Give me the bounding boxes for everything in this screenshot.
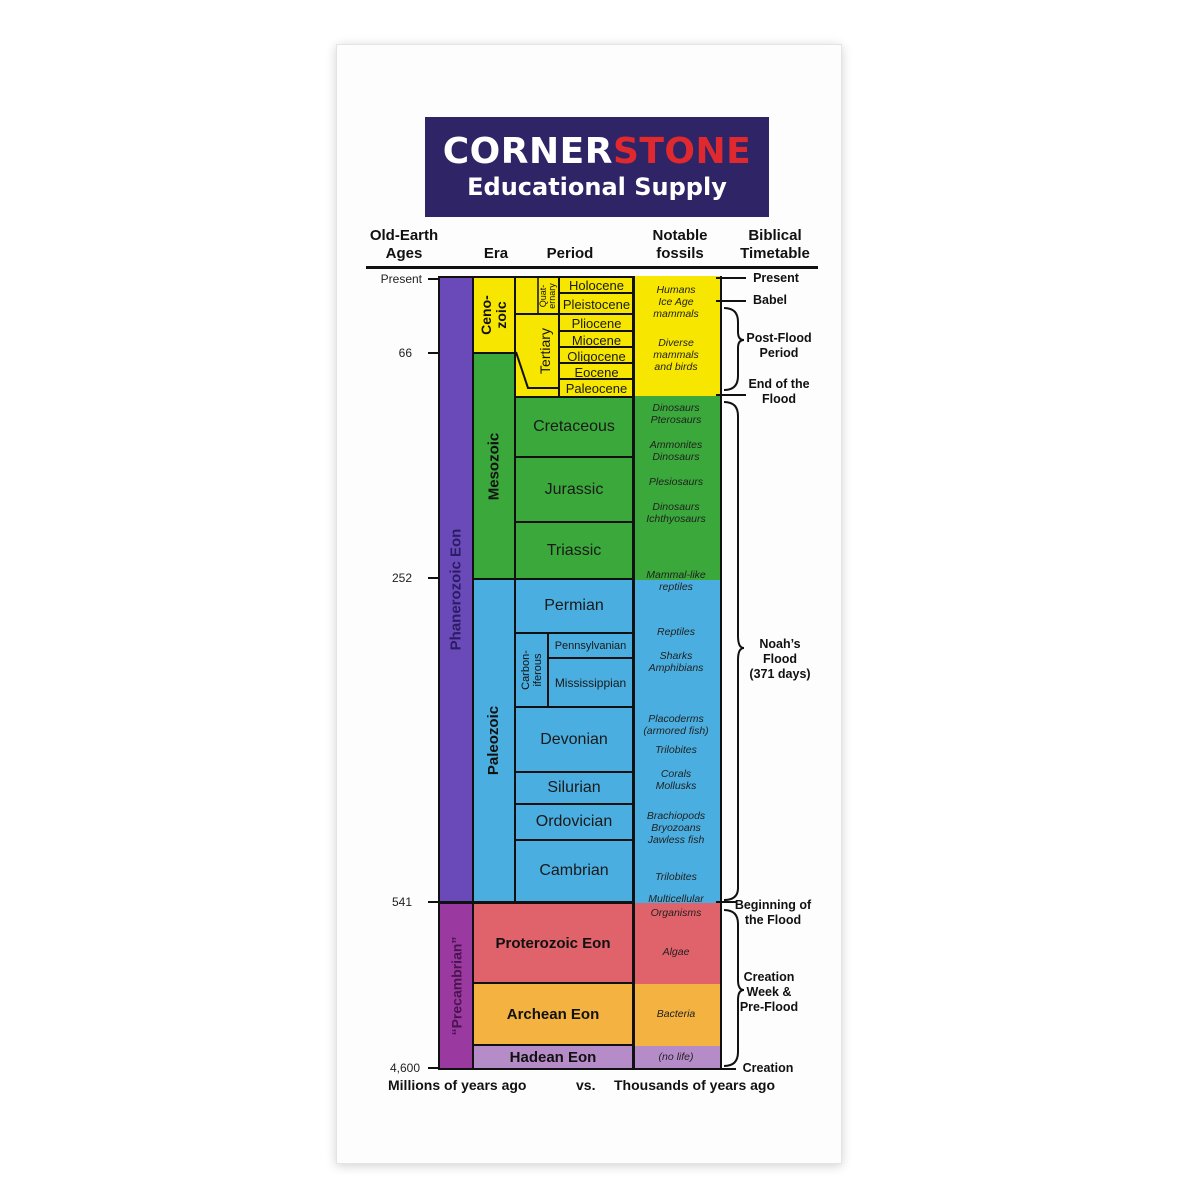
fossil-text: Corals Mollusks	[655, 768, 697, 792]
epoch-pliocene: Pliocene	[571, 316, 622, 331]
header-fossils: Notable fossils	[652, 227, 708, 262]
quaternary-label: Quat- ernary	[538, 283, 558, 309]
fossil-text: Dinosaurs Ichthyosaurs	[646, 501, 706, 525]
biblical-creation: Creation	[742, 1061, 794, 1075]
period-permian: Permian	[514, 578, 634, 634]
fossil-text: Placoderms (armored fish)	[643, 713, 709, 737]
biblical-tick-beginning-flood	[716, 901, 736, 903]
age-tick	[428, 1067, 440, 1069]
biblical-noahs-flood: Noah’s Flood (371 days)	[749, 637, 811, 681]
fossil-text: Reptiles	[657, 626, 695, 638]
header-period: Period	[546, 245, 594, 262]
tertiary-label: Tertiary	[537, 328, 553, 374]
cenozoic-era-label: Ceno- zoic	[477, 295, 509, 335]
hadean-eon-box: Hadean Eon	[472, 1044, 634, 1070]
proterozoic-eon-box: Proterozoic Eon	[472, 902, 634, 984]
fossil-text: Humans Ice Age mammals	[653, 284, 699, 320]
age-label-4600: 4,600	[389, 1061, 420, 1075]
epoch-pleistocene: Pleistocene	[562, 297, 631, 312]
period-pennsylvanian: Pennsylvanian	[547, 632, 634, 659]
epoch-paleocene: Paleocene	[565, 381, 628, 396]
age-tick	[428, 901, 440, 903]
footer-right: Thousands of years ago	[614, 1077, 776, 1093]
period-cambrian: Cambrian	[514, 839, 634, 903]
period-jurassic: Jurassic	[514, 456, 634, 523]
fossil-text: Algae	[662, 946, 690, 958]
fossils-mesozoic-bg	[633, 396, 722, 580]
fossil-text: Ammonites Dinosaurs	[649, 439, 703, 463]
mesozoic-era-label: Mesozoic	[485, 432, 503, 500]
fossil-text: Sharks Amphibians	[648, 650, 704, 674]
age-tick	[428, 278, 440, 280]
age-label-present: Present	[380, 272, 422, 286]
fossil-text: Brachiopods Bryozoans Jawless fish	[646, 810, 706, 846]
fossil-text: Plesiosaurs	[648, 476, 704, 488]
biblical-end-flood: End of the Flood	[748, 377, 810, 406]
period-ordovician: Ordovician	[514, 803, 634, 841]
epoch-oligocene: Oligocene	[567, 348, 626, 364]
fossil-text: Trilobites	[655, 744, 697, 756]
period-cretaceous: Cretaceous	[514, 396, 634, 458]
age-tick	[428, 577, 440, 579]
period-triassic: Triassic	[514, 521, 634, 580]
epoch-holocene: Holocene	[569, 278, 624, 293]
period-silurian: Silurian	[514, 771, 634, 805]
cenozoic-period-block	[514, 276, 634, 398]
footer-vs: vs.	[576, 1077, 596, 1093]
fossils-cenozoic-bg	[633, 276, 722, 396]
biblical-creation-week: Creation Week & Pre-Flood	[739, 970, 799, 1014]
epoch-eocene: Eocene	[574, 364, 619, 380]
biblical-present: Present	[753, 271, 799, 285]
fossil-text: Multicellular	[648, 893, 704, 905]
logo-brand: CORNERSTONE	[442, 131, 752, 172]
logo-banner: CORNERSTONE Educational Supply	[425, 117, 769, 217]
biblical-tick-end-flood	[716, 394, 746, 396]
fossil-text: Trilobites	[655, 871, 697, 883]
fossils-hadean-bg	[633, 1046, 722, 1070]
logo-subtitle: Educational Supply	[467, 173, 727, 201]
age-label-252: 252	[391, 571, 412, 585]
fossils-proterozoic-bg	[633, 903, 722, 984]
fossils-paleozoic-bg	[633, 580, 722, 903]
fossils-archean-bg	[633, 984, 722, 1046]
age-tick	[428, 352, 440, 354]
biblical-post-flood: Post-Flood Period	[746, 331, 812, 360]
header-era: Era	[483, 245, 509, 262]
fossil-text: Mammal-like reptiles	[646, 569, 706, 593]
biblical-tick-creation	[716, 1068, 736, 1070]
age-label-66: 66	[398, 346, 412, 360]
epoch-miocene: Miocene	[571, 332, 622, 348]
biblical-tick-present	[716, 277, 746, 279]
precambrian-label: “Precambrian”	[448, 936, 465, 1036]
phanerozoic-eon-bar	[438, 276, 474, 903]
header-biblical: Biblical Timetable	[740, 227, 810, 262]
period-mississippian: Mississippian	[547, 657, 634, 708]
biblical-babel: Babel	[752, 293, 788, 307]
archean-eon-box: Archean Eon	[472, 982, 634, 1046]
age-label-541: 541	[391, 895, 412, 909]
fossils-bottom-rule	[633, 1068, 722, 1070]
biblical-beginning-flood: Beginning of the Flood	[734, 898, 812, 927]
fossil-text: Organisms	[650, 907, 702, 919]
fossil-text: (no life)	[658, 1051, 694, 1063]
phanerozoic-eon-label: Phanerozoic Eon	[447, 528, 465, 651]
header-rule	[366, 266, 818, 269]
footer-left: Millions of years ago	[388, 1077, 527, 1093]
header-old-earth: Old-Earth Ages	[369, 227, 439, 262]
period-devonian: Devonian	[514, 706, 634, 773]
biblical-tick-babel	[716, 300, 746, 302]
cenozoic-divider-lines	[515, 276, 634, 398]
fossil-text: Diverse mammals and birds	[653, 337, 699, 373]
carboniferous-label: Carbon- iferous	[519, 650, 544, 690]
paleozoic-era-label: Paleozoic	[485, 705, 503, 776]
fossil-text: Dinosaurs Pterosaurs	[650, 402, 702, 426]
fossil-text: Bacteria	[656, 1008, 696, 1020]
biblical-brackets	[723, 307, 745, 1067]
